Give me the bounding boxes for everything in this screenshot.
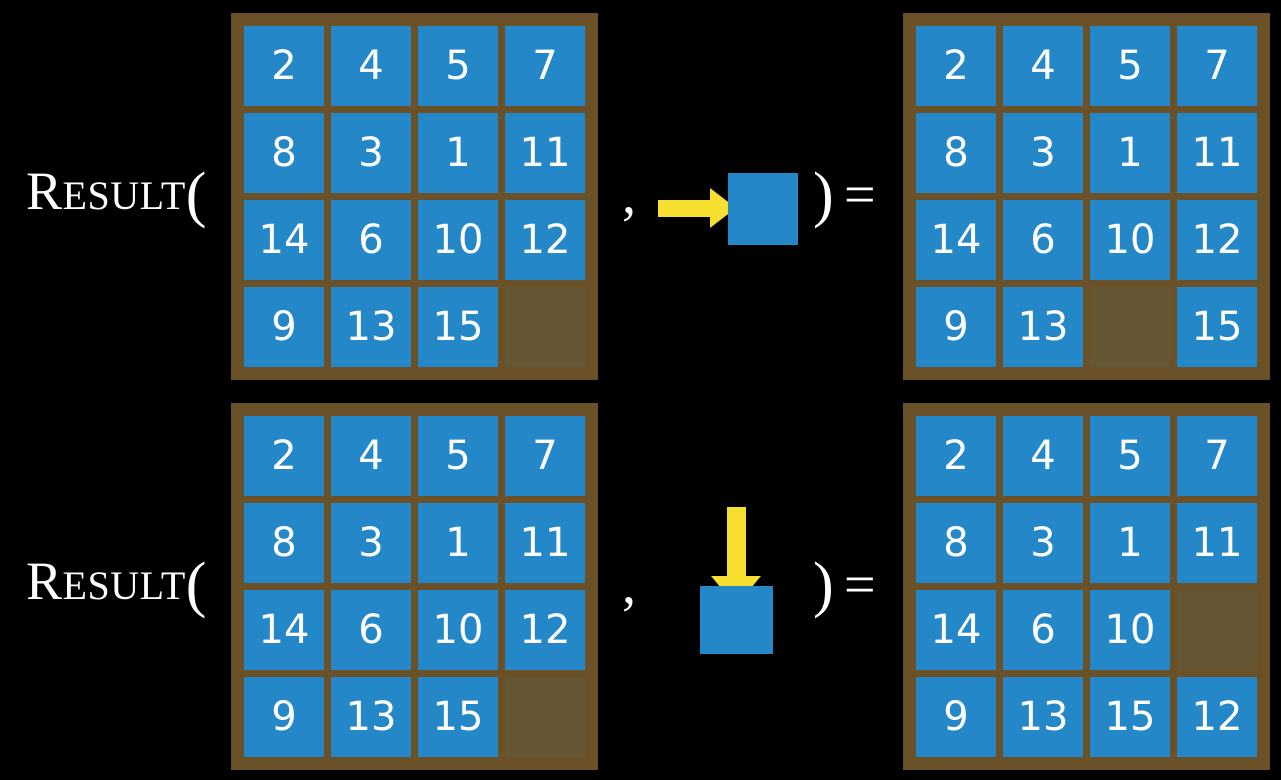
tile[interactable]: 3 bbox=[1003, 113, 1083, 193]
result-label-smallcaps: ESULT bbox=[62, 173, 186, 218]
operator-zone-row2: , ) = bbox=[598, 390, 903, 780]
tile[interactable]: 6 bbox=[331, 590, 411, 670]
tile[interactable]: 9 bbox=[916, 287, 996, 367]
output-board-row2: 2 4 5 7 8 3 1 11 14 6 10 9 13 15 12 bbox=[903, 403, 1270, 770]
tile[interactable]: 5 bbox=[418, 26, 498, 106]
tile[interactable]: 13 bbox=[1003, 677, 1083, 757]
tile[interactable]: 9 bbox=[916, 677, 996, 757]
tile[interactable]: 10 bbox=[1090, 590, 1170, 670]
tile[interactable]: 3 bbox=[331, 113, 411, 193]
tile[interactable]: 6 bbox=[1003, 200, 1083, 280]
tile[interactable]: 4 bbox=[1003, 26, 1083, 106]
operator-zone-row1: , ) = bbox=[598, 0, 903, 390]
output-grid-row1: 2 4 5 7 8 3 1 11 14 6 10 12 9 13 15 bbox=[916, 26, 1257, 367]
tile[interactable]: 11 bbox=[505, 503, 585, 583]
tile[interactable]: 5 bbox=[1090, 416, 1170, 496]
tile[interactable]: 8 bbox=[244, 503, 324, 583]
tile[interactable]: 14 bbox=[244, 590, 324, 670]
result-label-capital: R bbox=[26, 551, 63, 611]
tile[interactable]: 12 bbox=[1177, 200, 1257, 280]
empty-cell bbox=[1090, 287, 1170, 367]
output-grid-row2: 2 4 5 7 8 3 1 11 14 6 10 9 13 15 12 bbox=[916, 416, 1257, 757]
tile[interactable]: 14 bbox=[244, 200, 324, 280]
tile[interactable]: 10 bbox=[418, 590, 498, 670]
input-grid-row1: 2 4 5 7 8 3 1 11 14 6 10 12 9 13 15 bbox=[244, 26, 585, 367]
tile[interactable]: 9 bbox=[244, 287, 324, 367]
tile[interactable]: 14 bbox=[916, 590, 996, 670]
tile[interactable]: 12 bbox=[1177, 677, 1257, 757]
tile[interactable]: 7 bbox=[1177, 26, 1257, 106]
move-target-square-row2[interactable] bbox=[700, 586, 773, 654]
tile[interactable]: 13 bbox=[331, 287, 411, 367]
tile[interactable]: 2 bbox=[244, 416, 324, 496]
equals-sign-row2: = bbox=[844, 554, 876, 616]
empty-cell bbox=[505, 677, 585, 757]
tile[interactable]: 4 bbox=[331, 416, 411, 496]
tile[interactable]: 6 bbox=[331, 200, 411, 280]
tile[interactable]: 8 bbox=[916, 113, 996, 193]
tile[interactable]: 10 bbox=[418, 200, 498, 280]
result-label-capital: R bbox=[26, 161, 63, 221]
empty-cell bbox=[505, 287, 585, 367]
move-down-arrow-icon bbox=[727, 507, 746, 582]
tile[interactable]: 14 bbox=[916, 200, 996, 280]
tile[interactable]: 5 bbox=[1090, 26, 1170, 106]
close-paren-row2: ) bbox=[813, 551, 834, 619]
tile[interactable]: 11 bbox=[1177, 503, 1257, 583]
tile[interactable]: 15 bbox=[418, 287, 498, 367]
tile[interactable]: 1 bbox=[1090, 503, 1170, 583]
close-paren-row1: ) bbox=[813, 161, 834, 229]
open-paren-row2: ( bbox=[185, 551, 207, 619]
tile[interactable]: 13 bbox=[331, 677, 411, 757]
tile[interactable]: 10 bbox=[1090, 200, 1170, 280]
tile[interactable]: 15 bbox=[1177, 287, 1257, 367]
tile[interactable]: 2 bbox=[916, 416, 996, 496]
tile[interactable]: 8 bbox=[244, 113, 324, 193]
tile[interactable]: 11 bbox=[505, 113, 585, 193]
tile[interactable]: 4 bbox=[1003, 416, 1083, 496]
output-board-row1: 2 4 5 7 8 3 1 11 14 6 10 12 9 13 15 bbox=[903, 13, 1270, 380]
result-label-smallcaps: ESULT bbox=[62, 563, 186, 608]
tile[interactable]: 12 bbox=[505, 590, 585, 670]
tile[interactable]: 6 bbox=[1003, 590, 1083, 670]
tile[interactable]: 3 bbox=[331, 503, 411, 583]
comma-separator-row1: , bbox=[622, 164, 636, 226]
tile[interactable]: 13 bbox=[1003, 287, 1083, 367]
tile[interactable]: 12 bbox=[505, 200, 585, 280]
tile[interactable]: 1 bbox=[418, 113, 498, 193]
tile[interactable]: 7 bbox=[505, 26, 585, 106]
open-paren-row1: ( bbox=[185, 161, 207, 229]
input-board-row2: 2 4 5 7 8 3 1 11 14 6 10 12 9 13 15 bbox=[231, 403, 598, 770]
tile[interactable]: 2 bbox=[244, 26, 324, 106]
result-function-label-row1: RESULT( bbox=[26, 164, 207, 226]
tile[interactable]: 1 bbox=[418, 503, 498, 583]
equation-row-move-right: RESULT( 2 4 5 7 8 3 1 11 14 6 10 12 9 13… bbox=[26, 0, 1270, 390]
tile[interactable]: 15 bbox=[1090, 677, 1170, 757]
move-right-arrow-icon bbox=[658, 200, 713, 217]
empty-cell bbox=[1177, 590, 1257, 670]
tile[interactable]: 2 bbox=[916, 26, 996, 106]
equation-row-move-down: RESULT( 2 4 5 7 8 3 1 11 14 6 10 12 9 13… bbox=[0, 390, 1281, 780]
tile[interactable]: 5 bbox=[418, 416, 498, 496]
tile[interactable]: 9 bbox=[244, 677, 324, 757]
tile[interactable]: 7 bbox=[505, 416, 585, 496]
input-grid-row2: 2 4 5 7 8 3 1 11 14 6 10 12 9 13 15 bbox=[244, 416, 585, 757]
tile[interactable]: 7 bbox=[1177, 416, 1257, 496]
tile[interactable]: 4 bbox=[331, 26, 411, 106]
tile[interactable]: 8 bbox=[916, 503, 996, 583]
tile[interactable]: 1 bbox=[1090, 113, 1170, 193]
tile[interactable]: 15 bbox=[418, 677, 498, 757]
equals-sign-row1: = bbox=[844, 164, 876, 226]
input-board-row1: 2 4 5 7 8 3 1 11 14 6 10 12 9 13 15 bbox=[231, 13, 598, 380]
move-target-square-row1[interactable] bbox=[728, 173, 798, 245]
tile[interactable]: 11 bbox=[1177, 113, 1257, 193]
tile[interactable]: 3 bbox=[1003, 503, 1083, 583]
comma-separator-row2: , bbox=[622, 554, 636, 616]
result-function-label-row2: RESULT( bbox=[26, 554, 207, 616]
